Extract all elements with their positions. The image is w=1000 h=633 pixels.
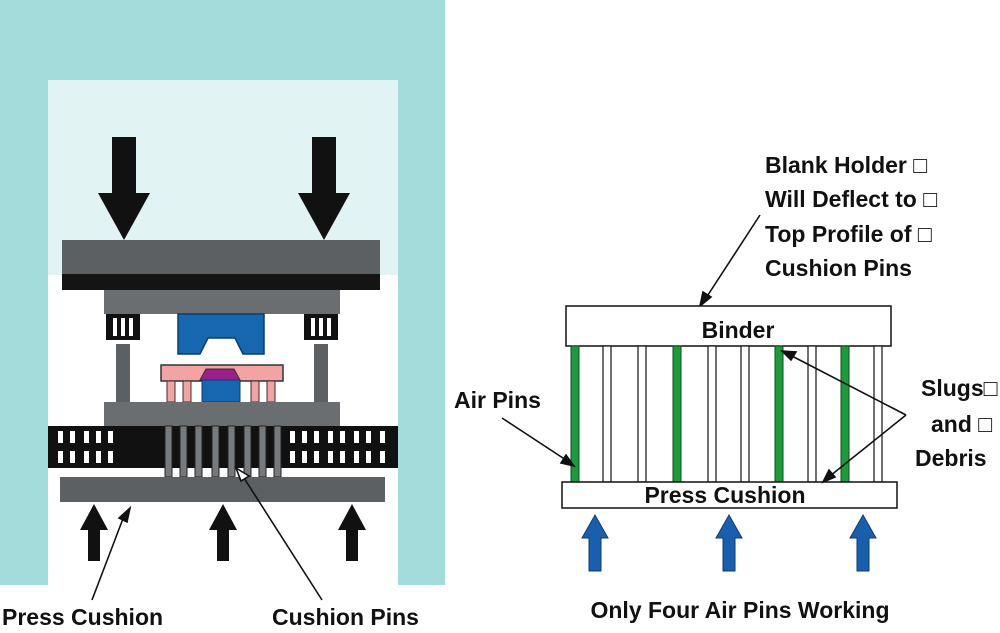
bolster-hole xyxy=(366,431,371,443)
up-arrow-icon xyxy=(209,504,237,561)
air-pin xyxy=(672,345,682,483)
pin xyxy=(637,345,647,483)
bolster-hole xyxy=(96,451,101,463)
svg-text:Will Deflect to □: Will Deflect to □ xyxy=(765,186,937,212)
air-pins-label: Air Pins xyxy=(454,387,541,413)
up-arrow-icon xyxy=(80,504,108,561)
binder-plate xyxy=(565,305,892,347)
upper-spacer-left xyxy=(106,314,140,340)
lower-punch-assembly xyxy=(160,364,284,403)
guide-post-right xyxy=(314,344,328,402)
cushion-pin xyxy=(164,425,173,478)
lower-die-shoe xyxy=(104,402,340,426)
cushion-pin xyxy=(243,425,252,478)
down-arrow-icon xyxy=(298,137,350,240)
air-pin xyxy=(774,345,784,483)
cushion-pin xyxy=(211,425,220,478)
bolster-hole xyxy=(84,431,89,443)
bolster-hole xyxy=(314,451,319,463)
svg-text:Debris: Debris xyxy=(915,445,987,471)
guide-post-left xyxy=(116,344,130,402)
svg-text:Blank Holder □: Blank Holder □ xyxy=(765,152,927,178)
bolster-hole xyxy=(58,431,63,443)
pin xyxy=(873,345,883,483)
down-arrow-icon xyxy=(98,137,150,240)
upper-die xyxy=(177,313,265,355)
pin xyxy=(707,345,717,483)
bolster-hole xyxy=(366,451,371,463)
label-cushion-pins: Cushion Pins xyxy=(272,604,419,630)
bolster-hole xyxy=(302,431,307,443)
bolster-hole xyxy=(70,431,75,443)
caption: Only Four Air Pins Working xyxy=(590,597,889,623)
bolster-hole xyxy=(340,431,345,443)
callout-leader xyxy=(698,214,761,309)
press-cushion-plate xyxy=(60,477,385,502)
upper-spacer-right xyxy=(304,314,338,340)
cushion-pins xyxy=(164,425,282,478)
cushion-pin xyxy=(179,425,188,478)
up-arrow-icon xyxy=(849,513,877,572)
label-press-cushion: Press Cushion xyxy=(2,604,163,630)
slugs-debris-label: Slugs□ and □ Debris xyxy=(915,375,998,471)
bolster-hole xyxy=(340,451,345,463)
svg-text:Cushion Pins: Cushion Pins xyxy=(765,255,912,281)
cushion-pin xyxy=(194,425,203,478)
bolster-plate xyxy=(48,426,398,468)
bolster-hole xyxy=(290,431,295,443)
blank-holder-callout: Blank Holder □ Will Deflect to □ Top Pro… xyxy=(765,152,937,281)
cushion-pin xyxy=(273,425,282,478)
bolster-hole xyxy=(328,451,333,463)
pin-array xyxy=(570,345,883,483)
cushion-pin xyxy=(227,425,236,478)
bolster-hole xyxy=(290,451,295,463)
bolster-hole xyxy=(58,451,63,463)
bolster-hole xyxy=(328,431,333,443)
air-pin xyxy=(570,345,580,483)
bolster-hole xyxy=(84,451,89,463)
bolster-hole xyxy=(380,451,385,463)
air-pins-leader xyxy=(501,417,576,468)
svg-text:and □: and □ xyxy=(931,411,992,437)
up-arrow-icon xyxy=(338,504,366,561)
pin xyxy=(740,345,750,483)
upper-die-shoe xyxy=(104,290,340,314)
bolster-hole xyxy=(302,451,307,463)
bolster-hole xyxy=(70,451,75,463)
svg-text:Slugs□: Slugs□ xyxy=(921,375,998,401)
ram-plate xyxy=(62,240,380,274)
press-cushion-right xyxy=(561,481,898,509)
bolster-hole xyxy=(380,431,385,443)
svg-text:Top Profile of □: Top Profile of □ xyxy=(765,221,932,247)
up-arrow-icon xyxy=(715,513,743,572)
bolster-hole xyxy=(108,431,113,443)
up-arrow-icon xyxy=(581,513,609,572)
bolster-hole xyxy=(108,451,113,463)
leader-lines-left xyxy=(91,466,323,601)
bolster-hole xyxy=(354,451,359,463)
bolster-hole xyxy=(96,431,101,443)
bolster-hole xyxy=(354,431,359,443)
bolster-hole xyxy=(314,431,319,443)
binder-label: Binder xyxy=(702,317,775,343)
press-cushion-right-label: Press Cushion xyxy=(644,482,805,508)
pin xyxy=(602,345,612,483)
cushion-pin xyxy=(258,425,267,478)
slugs-leaders xyxy=(779,350,907,484)
ram-plate-bottom xyxy=(62,274,380,290)
